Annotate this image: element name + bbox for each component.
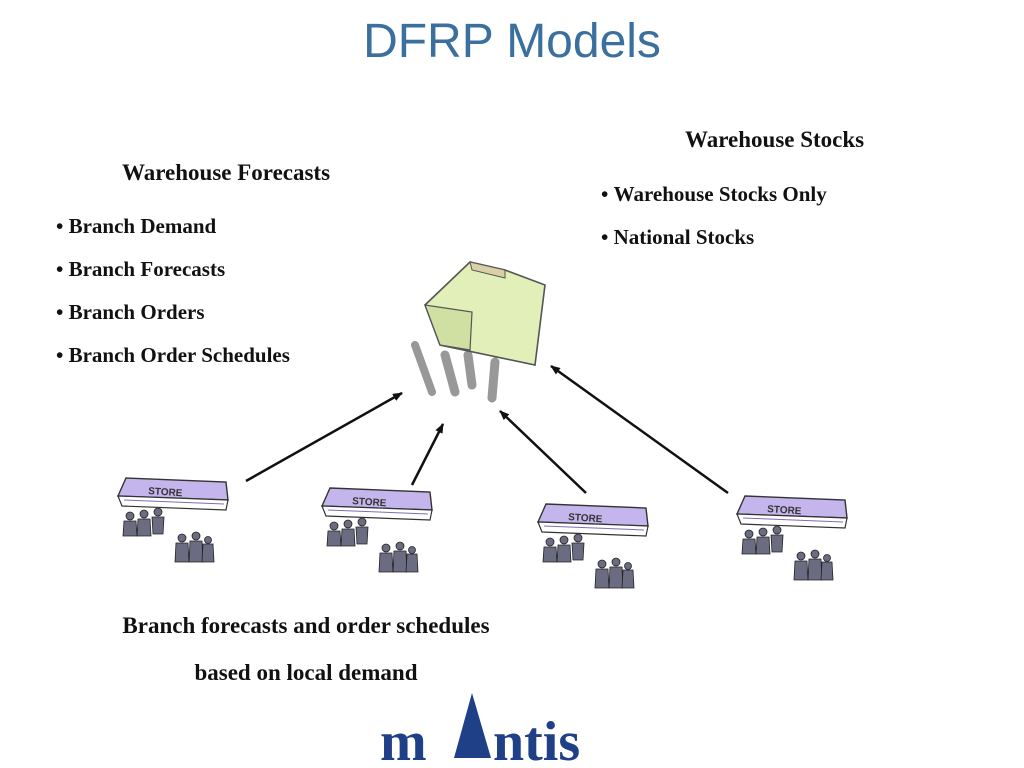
warehouse-stocks-heading: Warehouse Stocks xyxy=(685,127,865,152)
arrow xyxy=(245,391,403,483)
arrow xyxy=(550,364,729,495)
store-sign: STORE xyxy=(767,504,802,517)
list-item: Warehouse Stocks Only xyxy=(601,173,827,216)
logo-text-left: m xyxy=(380,711,427,768)
store-sign: STORE xyxy=(352,496,387,509)
logo-text-right: ntis xyxy=(493,711,580,768)
store-sign: STORE xyxy=(568,512,603,525)
warehouse-forecasts-list: Branch Demand Branch Forecasts Branch Or… xyxy=(56,205,290,377)
warehouse-stocks-list: Warehouse Stocks Only National Stocks xyxy=(601,173,827,259)
mantis-logo: m ntis xyxy=(380,693,580,768)
list-item: National Stocks xyxy=(601,216,827,259)
store-illustration: STORE xyxy=(537,503,649,589)
store-illustration: STORE xyxy=(321,487,433,573)
list-item: Branch Forecasts xyxy=(56,248,290,291)
store-sign: STORE xyxy=(148,486,183,499)
warehouse-forecasts-heading: Warehouse Forecasts xyxy=(122,160,331,185)
logo-triangle-icon xyxy=(454,693,491,758)
slide-title: DFRP Models xyxy=(363,15,661,68)
list-item: Branch Orders xyxy=(56,291,290,334)
store-illustration: STORE xyxy=(736,495,848,581)
store-illustration: STORE xyxy=(117,477,229,563)
warehouse-illustration xyxy=(411,261,546,403)
list-item: Branch Order Schedules xyxy=(56,334,290,377)
caption-line-2: based on local demand xyxy=(194,660,418,685)
list-item: Branch Demand xyxy=(56,205,290,248)
arrow xyxy=(410,423,445,486)
caption-line-1: Branch forecasts and order schedules xyxy=(122,613,490,638)
arrow xyxy=(499,410,587,494)
